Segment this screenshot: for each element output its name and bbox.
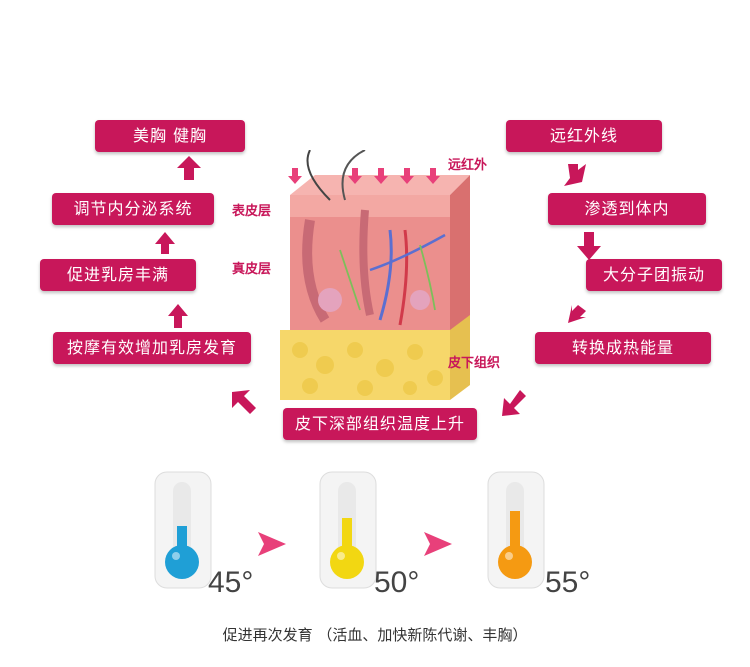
step-temperature-rise: 皮下深部组织温度上升 <box>283 408 477 440</box>
step-far-infrared: 远红外线 <box>506 120 662 152</box>
progress-arrow-2 <box>424 532 452 556</box>
arrow-upleft <box>232 390 256 414</box>
subcutis-label: 皮下组织 <box>448 356 501 371</box>
progress-arrow-1 <box>258 532 286 556</box>
thermometer-55 <box>487 471 545 589</box>
arrow-down-3 <box>568 305 586 323</box>
arrow-downleft <box>502 390 526 416</box>
thermometer-45 <box>154 471 212 589</box>
thermometer-50 <box>319 471 377 589</box>
temp-55: 55° <box>545 566 591 599</box>
step-penetrate: 渗透到体内 <box>548 193 706 225</box>
far-infrared-label: 远红外 <box>448 158 488 173</box>
arrow-down-2 <box>577 232 601 260</box>
step-heat-energy: 转换成热能量 <box>535 332 711 364</box>
epidermis-label: 表皮层 <box>232 204 272 219</box>
step-breast-fullness: 促进乳房丰满 <box>40 259 196 291</box>
temp-45: 45° <box>208 566 254 599</box>
caption: 促进再次发育 （活血、加快新陈代谢、丰胸） <box>222 626 528 644</box>
step-endocrine: 调节内分泌系统 <box>52 193 214 225</box>
arrow-down-1 <box>564 164 586 186</box>
step-massage: 按摩有效增加乳房发育 <box>53 332 251 364</box>
arrow-up-3 <box>168 304 188 328</box>
arrow-up-1 <box>177 156 201 180</box>
skin-illustration <box>280 150 470 400</box>
step-breast-care: 美胸 健胸 <box>95 120 245 152</box>
dermis-label: 真皮层 <box>232 262 272 277</box>
temp-50: 50° <box>374 566 420 599</box>
arrow-up-2 <box>155 232 175 254</box>
step-molecule-vibration: 大分子团振动 <box>586 259 722 291</box>
